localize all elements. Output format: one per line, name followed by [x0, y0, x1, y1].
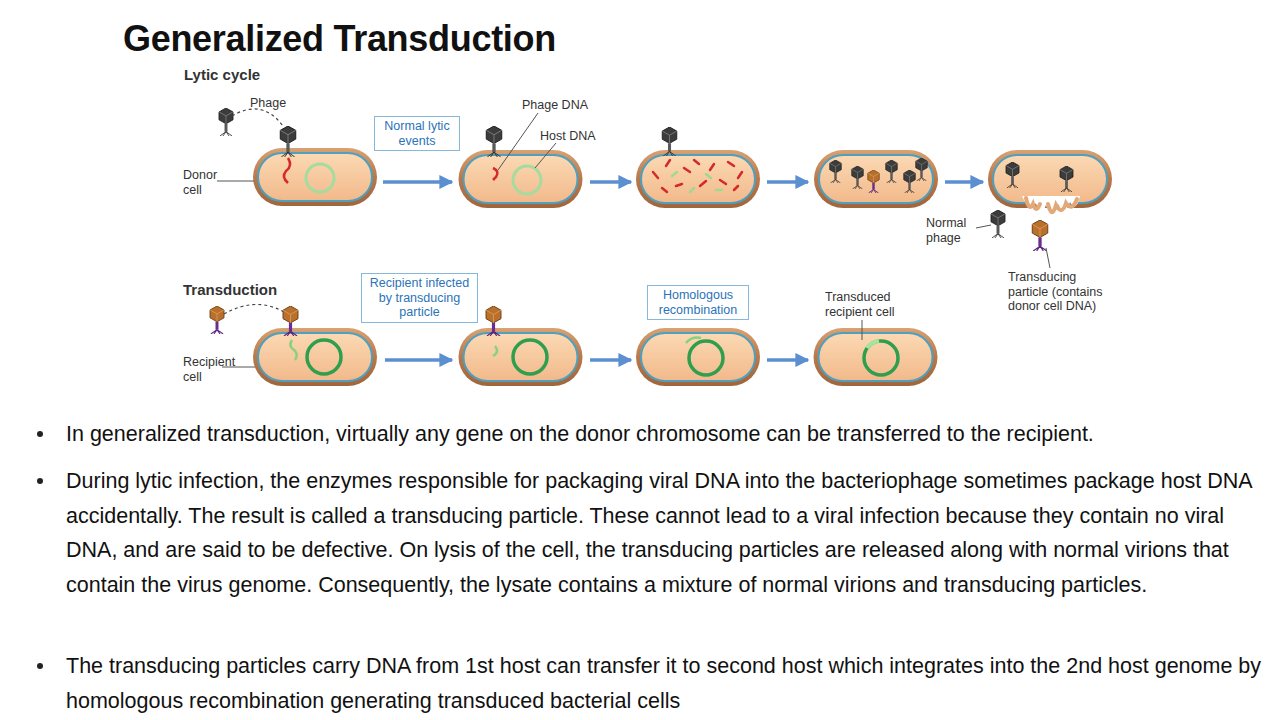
step-text: Homologous recombination — [652, 288, 744, 317]
bacterial-cell — [636, 150, 760, 208]
part-label: Host DNA — [540, 129, 596, 144]
part-label: Donor cell — [183, 168, 223, 197]
transducing-particle — [486, 306, 501, 336]
transducing-particle — [210, 306, 224, 334]
recipient-chromosome — [307, 340, 341, 374]
recipient-chromosome — [864, 341, 898, 375]
part-label: Recipient cell — [183, 355, 239, 384]
bullet-dot — [37, 431, 43, 437]
normal-phage — [991, 210, 1005, 238]
fragmented-dna — [653, 160, 742, 192]
phage-dna — [284, 158, 290, 183]
phage-dna — [493, 168, 497, 180]
donor-dna — [686, 338, 701, 343]
bullet-text: In generalized transduction, virtually a… — [66, 417, 1278, 452]
step-box: Normal lytic events — [374, 116, 460, 151]
section-heading: Lytic cycle — [184, 66, 260, 83]
phage-path — [224, 304, 284, 314]
lysis-drip — [1026, 198, 1040, 209]
recipient-cells — [253, 328, 938, 386]
phage — [280, 126, 296, 157]
lysis — [1022, 196, 1080, 215]
process-arrows — [383, 182, 983, 360]
lysis-gap — [1022, 196, 1080, 215]
donor-dna — [493, 346, 497, 356]
transducing-particle — [283, 306, 298, 336]
part-label: Normal phage — [926, 216, 974, 245]
lysis-drip — [1048, 199, 1077, 212]
step-box: Recipient infected by transducing partic… — [361, 273, 478, 323]
recipient-chromosome — [689, 341, 723, 375]
part-label: Phage — [250, 96, 286, 111]
recombined-segment — [867, 341, 879, 348]
phage-path — [232, 109, 283, 126]
step-text: Normal lytic events — [379, 119, 455, 148]
phage — [486, 126, 502, 157]
donor-cells — [253, 148, 1112, 208]
host-chromosome — [306, 164, 334, 192]
leader-lines — [217, 113, 1050, 367]
donor-dna — [290, 340, 296, 360]
step-box: Homologous recombination — [647, 285, 749, 320]
bullet-text: During lytic infection, the enzymes resp… — [66, 464, 1268, 602]
step-text: Recipient infected by transducing partic… — [366, 276, 473, 320]
bacterial-cell — [814, 150, 938, 208]
slide-title: Generalized Transduction — [123, 18, 556, 60]
bacterial-cell — [459, 150, 583, 208]
assembled-phages — [830, 158, 1073, 193]
phage — [219, 108, 233, 136]
part-label: Transducing particle (contains donor cel… — [1008, 270, 1116, 314]
bullet-text: The transducing particles carry DNA from… — [66, 649, 1268, 718]
bullet-dot — [37, 663, 43, 669]
part-label: Phage DNA — [522, 98, 588, 113]
phage — [662, 127, 677, 156]
part-label: Transduced recipient cell — [825, 290, 909, 319]
transducing-particle — [1032, 220, 1048, 251]
host-chromosome — [513, 166, 541, 194]
section-heading: Transduction — [183, 281, 277, 298]
bullet-dot — [37, 478, 43, 484]
recipient-chromosome — [513, 340, 547, 374]
bacterial-cell — [253, 148, 377, 206]
